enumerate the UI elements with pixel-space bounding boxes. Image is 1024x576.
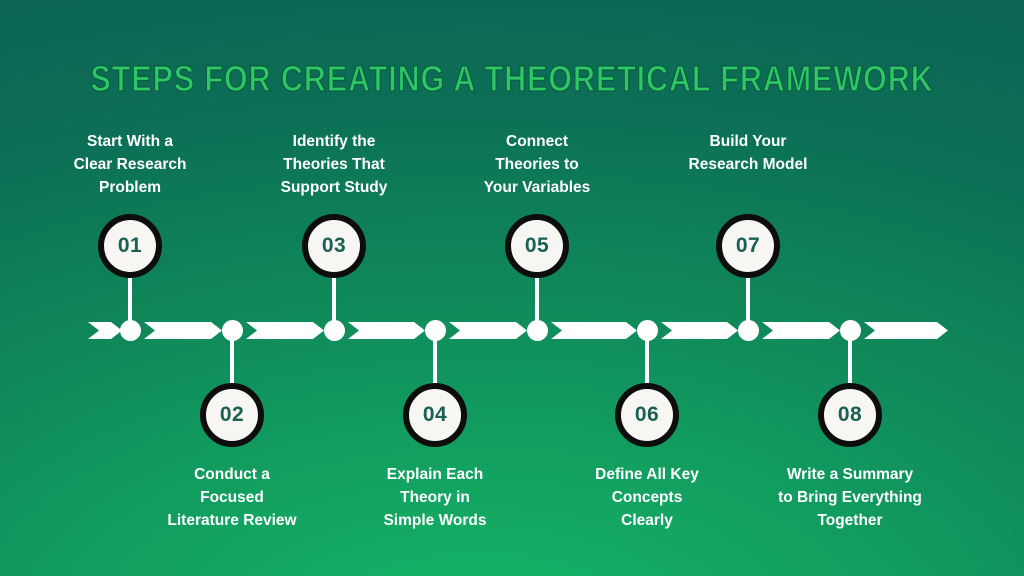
connector-stem (230, 331, 234, 389)
step-label: Write a Summary to Bring Everything Toge… (778, 466, 922, 529)
timeline-arrow-segment (144, 322, 222, 339)
timeline-dot (636, 320, 658, 341)
timeline-dot (119, 320, 141, 341)
title-wrap: STEPS FOR CREATING A THEORETICAL FRAMEWO… (0, 57, 1024, 100)
step-circle: 02 (200, 383, 264, 447)
connector-stem (535, 272, 539, 332)
timeline-arrow-segment (551, 322, 637, 339)
step-number: 08 (837, 403, 863, 426)
step-label: Define All Key Concepts Clearly (595, 466, 699, 529)
timeline-arrow-segment (449, 322, 527, 339)
connector-stem (332, 272, 336, 332)
step-label: Explain Each Theory in Simple Words (383, 466, 487, 529)
timeline-dot (737, 320, 759, 341)
timeline-arrow-segment (661, 322, 738, 339)
timeline-arrow-segment (246, 322, 324, 339)
step-number: 02 (219, 403, 245, 426)
step-label: Connect Theories to Your Variables (483, 133, 591, 196)
step-label: Conduct a Focused Literature Review (167, 466, 297, 529)
connector-stem (433, 331, 437, 389)
step-circle: 08 (818, 383, 882, 447)
connector-stem (746, 272, 750, 332)
step-circle: 06 (615, 383, 679, 447)
step-number: 05 (524, 234, 550, 257)
step-number: 03 (321, 234, 347, 257)
step-number: 01 (117, 234, 143, 257)
timeline-dot (323, 320, 345, 341)
step-circle: 03 (302, 214, 366, 278)
timeline-arrow-segment (88, 322, 122, 339)
timeline-arrow-segment (864, 322, 948, 339)
timeline-dot (526, 320, 548, 341)
step-label: Identify the Theories That Support Study (280, 133, 388, 196)
timeline-arrow-segment (762, 322, 840, 339)
step-label: Build Your Research Model (688, 133, 808, 173)
step-circle: 07 (716, 214, 780, 278)
step-number: 06 (634, 403, 660, 426)
connector-stem (848, 331, 852, 389)
timeline-dot (424, 320, 446, 341)
connector-stem (645, 331, 649, 389)
step-number: 04 (422, 403, 448, 426)
step-label: Start With a Clear Research Problem (73, 133, 187, 196)
connector-stem (128, 272, 132, 332)
page-title: STEPS FOR CREATING A THEORETICAL FRAMEWO… (90, 57, 934, 99)
timeline-dot (839, 320, 861, 341)
step-number: 07 (735, 234, 761, 257)
step-circle: 01 (98, 214, 162, 278)
step-circle: 04 (403, 383, 467, 447)
timeline-dot (221, 320, 243, 341)
timeline-arrow-segment (348, 322, 425, 339)
step-circle: 05 (505, 214, 569, 278)
